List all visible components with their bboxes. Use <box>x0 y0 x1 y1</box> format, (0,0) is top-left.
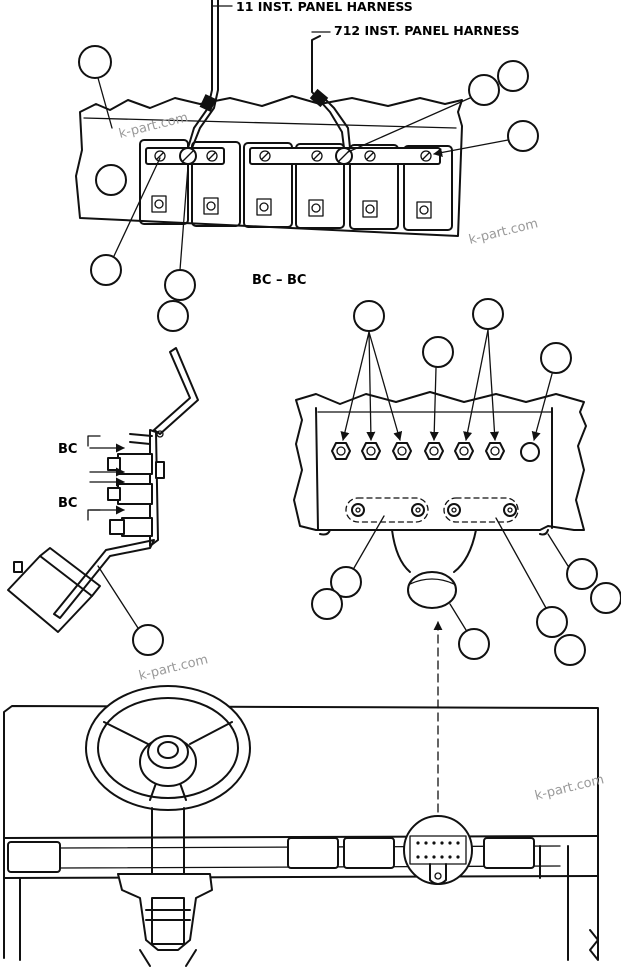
callout-balloon <box>132 624 164 656</box>
switch-module-6 <box>403 145 453 231</box>
round-connector <box>407 571 457 609</box>
dashboard-view <box>3 621 599 967</box>
callout-balloon <box>422 336 454 368</box>
callout-balloon <box>78 45 112 79</box>
switch-module-1 <box>139 139 189 225</box>
watermark: k-part.com <box>137 652 209 684</box>
callout-balloon <box>590 582 621 614</box>
bus-bar-left <box>145 147 225 165</box>
harness-712-wire <box>309 35 351 149</box>
steering-wheel <box>85 685 251 811</box>
bracket-side-view: BC BC <box>7 347 199 656</box>
hex-nut-4 <box>424 442 444 460</box>
callout-balloon <box>90 254 122 286</box>
bus-bar-right <box>249 147 441 165</box>
callout-balloon <box>468 74 500 106</box>
dash-gauge-3 <box>483 837 535 869</box>
callout-balloon <box>554 634 586 666</box>
callout-balloon <box>157 300 189 332</box>
callout-balloon <box>330 566 362 598</box>
dash-switch-panel <box>403 815 473 885</box>
section-title: BC – BC <box>252 273 306 288</box>
bc-label-lower: BC <box>58 496 77 511</box>
watermark: k-part.com <box>467 216 539 248</box>
hidden-switch-left <box>345 497 429 523</box>
watermark: k-part.com <box>117 110 189 142</box>
callout-balloon <box>566 558 598 590</box>
callout-balloon <box>497 60 529 92</box>
harness-11-wire <box>187 0 219 149</box>
callout-balloon <box>458 628 490 660</box>
dash-gauge-left <box>7 841 61 873</box>
switch-panel-section: 11 INST. PANEL HARNESS 712 INST. PANEL H… <box>75 0 539 332</box>
callout-balloon <box>164 269 196 301</box>
callout-balloon <box>536 606 568 638</box>
hex-nut-6 <box>485 442 505 460</box>
hidden-switch-right <box>443 497 519 523</box>
switch-module-2 <box>191 141 241 227</box>
callout-balloon <box>353 300 385 332</box>
hex-nut-2 <box>361 442 381 460</box>
bc-label-upper: BC <box>58 442 77 457</box>
indicator-lamp <box>520 442 540 462</box>
switch-module-4 <box>295 143 345 229</box>
callout-balloon <box>540 342 572 374</box>
callout-balloon <box>507 120 539 152</box>
switch-plate-detail <box>293 298 621 666</box>
steering-column <box>117 807 213 967</box>
hex-nut-1 <box>331 442 351 460</box>
harness-11-label: 11 INST. PANEL HARNESS <box>236 0 413 14</box>
callout-balloon <box>95 164 127 196</box>
dash-gauge-1 <box>287 837 339 869</box>
callout-balloon <box>311 588 343 620</box>
harness-712-label: 712 INST. PANEL HARNESS <box>334 23 520 38</box>
callout-balloon <box>472 298 504 330</box>
watermark: k-part.com <box>533 772 605 804</box>
hex-nut-3 <box>392 442 412 460</box>
switch-module-3 <box>243 142 293 228</box>
switch-module-5 <box>349 144 399 230</box>
hex-nut-5 <box>454 442 474 460</box>
dash-gauge-2 <box>343 837 395 869</box>
